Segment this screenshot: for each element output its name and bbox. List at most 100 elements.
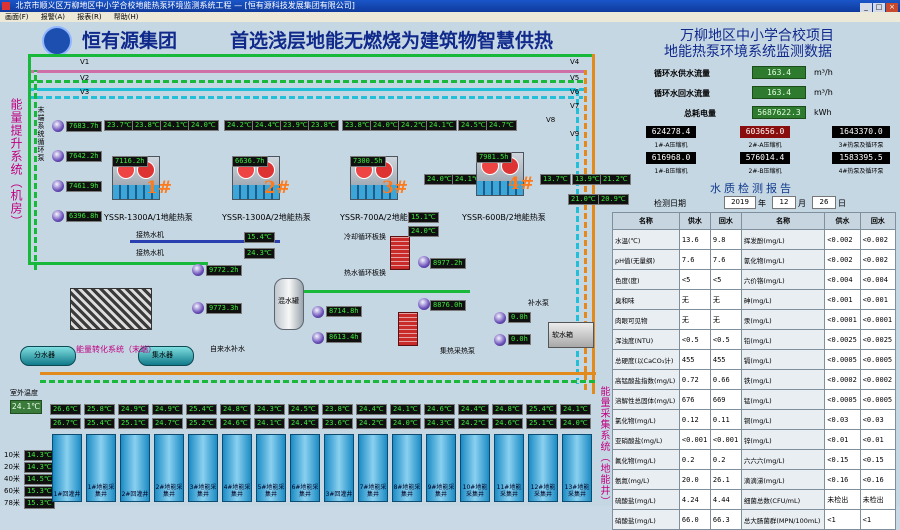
pump-icon[interactable] xyxy=(418,256,430,268)
parameter-value: <0.004 xyxy=(824,269,861,290)
parameter-value: <0.004 xyxy=(859,269,897,290)
pump-icon[interactable] xyxy=(52,120,64,132)
geothermal-well[interactable]: 6#地能采集井 xyxy=(290,434,320,502)
pump-icon[interactable] xyxy=(192,264,204,276)
sensor-temp: 15.4℃ xyxy=(244,232,275,243)
valve-v9[interactable]: V9 xyxy=(570,130,580,138)
parameter-name: 砷(mg/L) xyxy=(740,289,826,310)
geothermal-well[interactable]: 10#地能采集井 xyxy=(460,434,490,502)
maximize-button[interactable]: □ xyxy=(873,3,885,12)
pump-hours: 7642.2h xyxy=(66,151,102,162)
table-row: 肉眼可见物无无汞(mg/L)<0.0001<0.0001 xyxy=(612,309,897,330)
pump-icon[interactable] xyxy=(52,180,64,192)
parameter-name: 细菌总数(CFU/mL) xyxy=(740,489,826,510)
plate-heat-exchanger-1[interactable] xyxy=(390,236,410,270)
unit-temp: 23.7℃ xyxy=(104,120,135,131)
well-temp: 25.4℃ xyxy=(84,418,115,429)
meter-label: 2#-B压缩机 xyxy=(748,168,782,175)
geothermal-well[interactable]: 1#回灌井 xyxy=(52,434,82,502)
supply-flow-unit: m³/h xyxy=(814,68,833,77)
geothermal-well[interactable]: 12#地能采集井 xyxy=(528,434,558,502)
plate-hx1-label: 冷却循环板换 xyxy=(344,233,386,241)
valve-v1[interactable]: V1 xyxy=(80,58,90,66)
geothermal-well[interactable]: 1#地能采集井 xyxy=(86,434,116,502)
parameter-value: <0.002 xyxy=(859,229,897,250)
unit-model: YSSR-1300A/2地能热泵 xyxy=(222,213,311,222)
valve-v2[interactable]: V2 xyxy=(80,74,90,82)
valve-v5[interactable]: V5 xyxy=(570,74,580,82)
well-temp: 24.4℃ xyxy=(288,418,319,429)
geothermal-well[interactable]: 3#地能采集井 xyxy=(188,434,218,502)
distributor-tank[interactable] xyxy=(138,346,194,366)
parameter-name: 挥发酚(mg/L) xyxy=(740,229,826,250)
parameter-name: 水温(℃) xyxy=(612,229,680,250)
valve-v7[interactable]: V7 xyxy=(570,102,580,110)
pump-icon[interactable] xyxy=(192,302,204,314)
geothermal-well[interactable]: 3#回灌井 xyxy=(324,434,354,502)
parameter-value: <0.16 xyxy=(859,469,897,490)
pump-hours: 8977.2h xyxy=(430,258,466,269)
geothermal-well[interactable]: 9#地能采集井 xyxy=(426,434,456,502)
pump-icon[interactable] xyxy=(494,334,506,346)
menu-report[interactable]: 报表(R) xyxy=(77,13,102,21)
pump-icon[interactable] xyxy=(52,150,64,162)
heat-pump-left2-label: 接热水机 xyxy=(136,249,164,257)
geothermal-well[interactable]: 11#地能采集井 xyxy=(494,434,524,502)
depth-temp: 14.5℃ xyxy=(24,474,55,485)
soft-water-tank[interactable] xyxy=(548,322,594,348)
menu-alarm[interactable]: 报警(A) xyxy=(40,13,65,21)
menu-screen[interactable]: 画面(F) xyxy=(5,13,29,21)
parameter-value: <0.15 xyxy=(859,449,897,470)
pump-icon[interactable] xyxy=(52,210,64,222)
geothermal-well[interactable]: 2#回灌井 xyxy=(120,434,150,502)
parameter-value: <0.0002 xyxy=(824,369,861,390)
parameter-value: 669 xyxy=(709,389,742,410)
window-controls: _□× xyxy=(859,1,898,12)
meter-label: 3#热泵及循环泵 xyxy=(838,142,884,149)
valve-v6[interactable]: V6 xyxy=(570,88,580,96)
parameter-value: <0.0005 xyxy=(859,389,897,410)
geothermal-well[interactable]: 7#地能采集井 xyxy=(358,434,388,502)
close-button[interactable]: × xyxy=(886,3,898,12)
pump-hours: 7461.9h xyxy=(66,181,102,192)
parameter-value: 0.2 xyxy=(709,449,742,470)
geothermal-well[interactable]: 8#地能采集井 xyxy=(392,434,422,502)
geothermal-well[interactable]: 13#地能采集井 xyxy=(562,434,592,502)
pump-icon[interactable] xyxy=(418,298,430,310)
well-temp: 24.0℃ xyxy=(560,418,591,429)
valve-v8[interactable]: V8 xyxy=(546,116,556,124)
collector-tank[interactable] xyxy=(20,346,76,366)
valve-v3[interactable]: V3 xyxy=(80,88,90,96)
parameter-value: 455 xyxy=(678,349,711,370)
report-title: 水质检测报告 xyxy=(710,182,794,195)
report-year-unit: 年 xyxy=(758,199,766,208)
minimize-button[interactable]: _ xyxy=(860,3,872,12)
parameter-value: <0.5 xyxy=(678,329,711,350)
well-temp: 24.6℃ xyxy=(220,418,251,429)
unit-model: YSSR-700A/2地能热泵 xyxy=(340,213,424,222)
parameter-value: 0.66 xyxy=(709,369,742,390)
menu-help[interactable]: 帮助(H) xyxy=(113,13,139,21)
report-month: 12 xyxy=(772,196,796,209)
parameter-name: 肉眼可见物 xyxy=(612,309,680,330)
meter-value: 624278.4 xyxy=(646,126,696,138)
geothermal-well[interactable]: 5#地能采集井 xyxy=(256,434,286,502)
parameter-value: 无 xyxy=(678,309,711,330)
table-header-row: 名称供水回水名称供水回水 xyxy=(612,212,897,230)
geothermal-well[interactable]: 4#地能采集井 xyxy=(222,434,252,502)
parameter-value: 7.6 xyxy=(678,249,711,270)
parameter-value: 未检出 xyxy=(824,489,861,510)
pump-icon[interactable] xyxy=(494,312,506,324)
total-power-unit: kWh xyxy=(814,108,832,117)
plate-heat-exchanger-2[interactable] xyxy=(398,312,418,346)
valve-v4[interactable]: V4 xyxy=(570,58,580,66)
parameter-value: 26.1 xyxy=(709,469,742,490)
pump-icon[interactable] xyxy=(312,306,324,318)
geothermal-well[interactable]: 2#地能采集井 xyxy=(154,434,184,502)
report-day: 26 xyxy=(812,196,836,209)
energy-lift-label: 能量提升系统（机房） xyxy=(9,98,23,228)
parameter-name: 亚硝酸盐(mg/L) xyxy=(612,429,680,450)
pump-icon[interactable] xyxy=(312,332,324,344)
water-mixer-tank[interactable] xyxy=(274,278,304,330)
